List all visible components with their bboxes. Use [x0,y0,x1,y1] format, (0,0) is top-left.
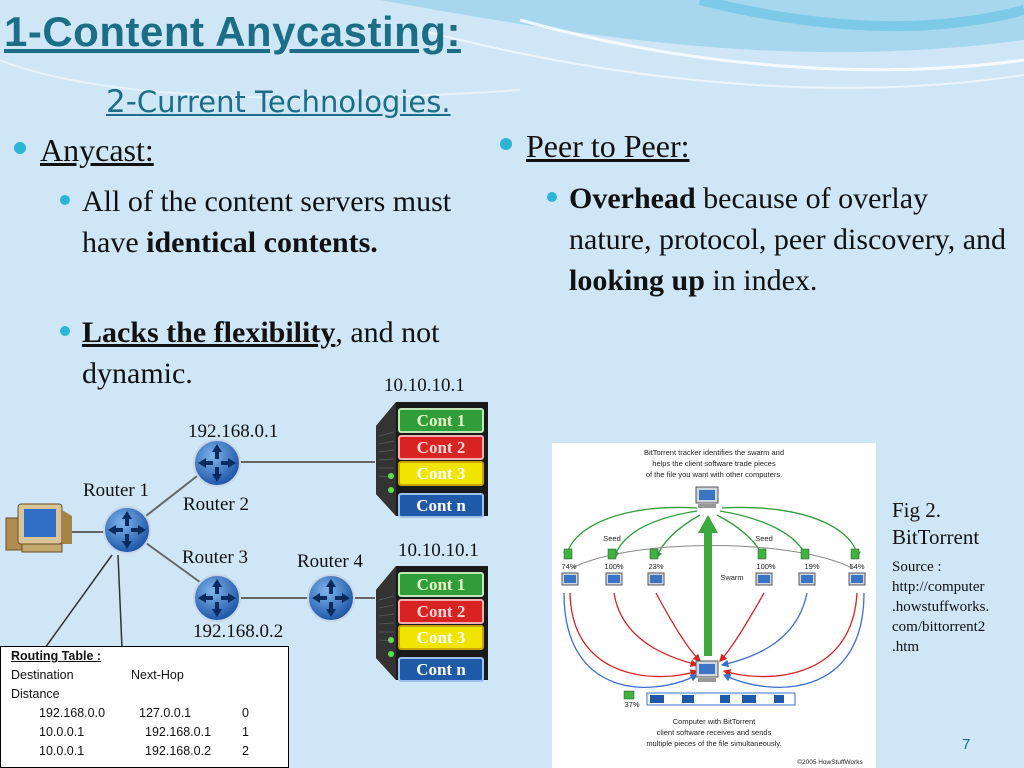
server-2-cont-2: Cont 2 [398,599,484,624]
server-2-cont-1: Cont 1 [398,572,484,597]
bullet-icon [60,326,70,336]
subtitle-text: Current Technologies. [136,85,451,119]
bullet-icon [500,137,512,150]
row-dist: 1 [242,725,249,739]
p2p-bullet-1: Overhead because of overlay nature, prot… [547,178,1009,301]
router-4-label: Router 4 [297,551,363,572]
server-2-cont-3: Cont 3 [398,625,484,650]
fig-pct-2: 100% [604,562,624,571]
table-row: 10.0.0.1 192.168.0.2 2 [1,742,288,761]
source-line: .howstuffworks. [892,599,990,615]
anycast-heading-label: Anycast: [40,132,154,168]
fig-pct-1: 74% [561,562,576,571]
slide-title: 1-Content Anycasting: [4,8,461,55]
anycast-bullet-2: Lacks the flexibility, and not dynamic. [60,312,482,394]
router-2-ip: 192.168.0.1 [188,421,279,442]
p2p-heading-label: Peer to Peer: [526,128,690,164]
fig-seed-2: Seed [755,534,773,543]
fig-text-2: helps the client software trade pieces [652,459,776,468]
figure-caption-line-2: BitTorrent [892,525,980,549]
router-4-icon [306,573,356,623]
slide-subtitle: 2-Current Technologies. [106,84,451,120]
row-dest: 192.168.0.0 [39,706,106,720]
source-line: com/bittorrent2 [892,619,986,635]
router-1-label: Router 1 [83,480,149,501]
fig-pct-6: 54% [849,562,864,571]
bullet-icon [547,192,557,202]
routing-header-nexthop: Next-Hop [131,668,184,682]
anycast-bullet-1: All of the content servers must have ide… [60,181,482,263]
subtitle-number: 2- [106,84,137,120]
server-2-cont-n: Cont n [398,657,484,682]
content-server-2: Cont 1 Cont 2 Cont 3 Cont n [376,562,488,684]
anycast-b1-bold: identical contents. [146,226,378,259]
fig-pct-4: 100% [756,562,776,571]
p2p-b1-text: because of overlay nature, protocol, pee… [569,182,1007,256]
server-1-cont-3: Cont 3 [398,461,484,486]
row-hop: 192.168.0.2 [145,744,212,758]
row-dist: 2 [242,744,249,758]
server-1-ip: 10.10.10.1 [384,375,465,396]
anycast-b2-text: , and not dynamic. [82,316,440,390]
fig-bottom-2: client software receives and sends [657,728,772,737]
source-line: http://computer [892,579,985,595]
row-dest: 10.0.0.1 [39,744,85,758]
router-3-icon [192,573,242,623]
p2p-b1-post: in index. [704,264,818,297]
p2p-b1-bold2: looking up [569,264,705,297]
fig-swarm: Swarm [720,573,743,582]
fig-bottom-pct: 37% [624,700,639,709]
row-hop: 127.0.0.1 [139,706,192,720]
bittorrent-diagram: BitTorrent tracker identifies the swarm … [561,448,866,766]
router-2-label: Router 2 [183,494,249,515]
table-row: 192.168.0.0 127.0.0.1 0 [1,704,288,723]
source-line: Source : [892,559,942,575]
router-3-ip: 192.168.0.2 [193,621,284,642]
fig-copyright: ©2005 HowStuffWorks [797,758,863,766]
fig-text-1: BitTorrent tracker identifies the swarm … [644,448,784,457]
page-number: 7 [962,736,971,753]
figure-caption: Fig 2. BitTorrent [892,497,979,551]
routing-table-title: Routing Table : [11,649,102,663]
fig-pct-5: 19% [804,562,819,571]
server-1-cont-1: Cont 1 [398,408,484,433]
figure-caption-line-1: Fig 2. [892,498,942,522]
source-line: .htm [892,639,920,655]
server-1-cont-n: Cont n [398,493,484,518]
bullet-icon [14,141,26,154]
fig-seed-1: Seed [603,534,621,543]
routing-header-distance: Distance [11,687,60,701]
fig-bottom-3: multiple pieces of the file simultaneous… [646,739,781,748]
computer-icon [5,503,72,553]
fig-bottom-1: Computer with BitTorrent [673,717,756,726]
bullet-icon [60,195,70,205]
routing-header-destination: Destination [11,668,74,682]
router-1-icon [102,505,152,555]
anycast-b2-bold: Lacks the flexibility [82,316,336,349]
anycast-heading: Anycast: [14,132,154,169]
p2p-heading: Peer to Peer: [500,128,690,165]
routing-table: Routing Table : Destination Next-Hop Dis… [0,646,289,768]
row-dist: 0 [242,706,249,720]
row-hop: 192.168.0.1 [145,725,212,739]
fig-pct-3: 23% [648,562,663,571]
server-1-cont-2: Cont 2 [398,435,484,460]
fig-text-3: of the file you want with other computer… [646,470,782,479]
content-server-1: Cont 1 Cont 2 Cont 3 Cont n [376,398,488,520]
p2p-b1-bold1: Overhead [569,182,696,215]
anycast-b1-text: All of the content servers must have [82,185,452,259]
header-swoosh [0,0,1024,99]
figure-source: Source : http://computer .howstuffworks.… [892,557,989,657]
server-2-ip: 10.10.10.1 [398,540,479,561]
row-dest: 10.0.0.1 [39,725,85,739]
table-row: 10.0.0.1 192.168.0.1 1 [1,723,288,742]
router-3-label: Router 3 [182,547,248,568]
router-2-icon [192,438,242,488]
bittorrent-figure: BitTorrent tracker identifies the swarm … [552,443,876,768]
